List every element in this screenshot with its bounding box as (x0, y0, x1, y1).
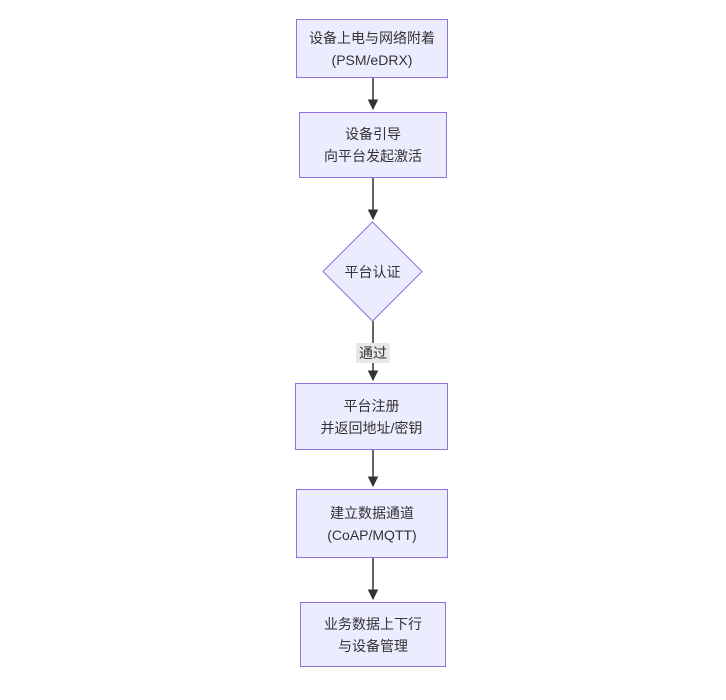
node-label-line: 设备上电与网络附着 (309, 29, 435, 46)
node-device-power-on: 设备上电与网络附着 (PSM/eDRX) (296, 19, 448, 78)
node-label-line: (CoAP/MQTT) (327, 526, 417, 543)
node-data-channel: 建立数据通道 (CoAP/MQTT) (296, 489, 448, 558)
node-platform-register: 平台注册 并返回地址/密钥 (295, 383, 448, 450)
node-platform-auth: 平台认证 (322, 221, 423, 322)
node-label-line: 建立数据通道 (330, 504, 414, 521)
node-label-line: 业务数据上下行 (324, 615, 422, 632)
node-label-line: 向平台发起激活 (324, 148, 422, 164)
node-device-bootstrap: 设备引导 向平台发起激活 (299, 112, 447, 178)
node-label-line: 平台注册 (343, 397, 400, 414)
edge-label-pass: 通过 (356, 343, 390, 363)
node-business-data: 业务数据上下行 与设备管理 (300, 602, 446, 667)
node-label-line: 与设备管理 (338, 637, 408, 654)
node-label-line: 平台认证 (344, 263, 401, 280)
node-label-line: 设备引导 (345, 126, 401, 142)
node-label-line: (PSM/eDRX) (331, 51, 413, 68)
node-label-line: 并返回地址/密钥 (320, 419, 423, 436)
